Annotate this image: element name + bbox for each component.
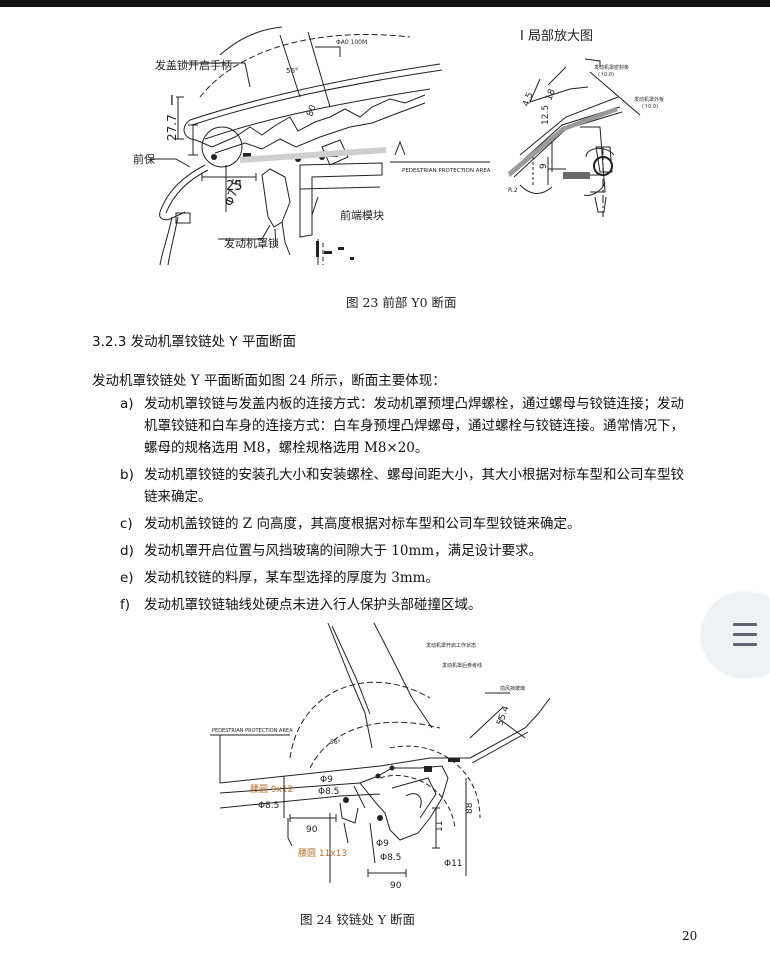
fig24-phi11: Φ11 <box>444 859 463 869</box>
label-angle-56: 56° <box>286 67 298 75</box>
hood-front-curl <box>183 119 213 148</box>
fig24-slot-bottom: 腰圆 11x13 <box>298 848 347 859</box>
list-item: f) 发动机罩铰链轴线处硬点未进入行人保护头部碰撞区域。 <box>92 594 692 616</box>
detail-i-title: I 局部放大图 <box>520 29 593 44</box>
label-phi40: ΦA0 100M <box>336 39 367 46</box>
list-item-text: 发动机罩铰链轴线处硬点未进入行人保护头部碰撞区域。 <box>144 597 482 613</box>
list-marker: b) <box>120 467 134 483</box>
list-marker: c) <box>120 516 133 532</box>
label-front-bumper: 前保 <box>133 152 155 166</box>
top-bar <box>0 0 770 7</box>
list-item-text: 发动机罩铰链的安装孔大小和安装螺栓、螺母间距大小，其大小根据对标车型和公司车型铰… <box>144 467 684 505</box>
front-end-module <box>299 162 383 238</box>
detail-label-ref-sub: (↑0.0) <box>642 104 658 110</box>
figure-24-drawing: PEDESTRIAN PROTECTION AREA 发动机罩开启工作状态 发动… <box>210 622 551 891</box>
detail-label-seal-sub: (↑0.0) <box>598 72 614 78</box>
hood-open-outline <box>327 622 373 749</box>
label-dim-25: 25 <box>226 179 243 194</box>
detail-dim-18: 18 <box>544 88 557 102</box>
label-dim-27-7: 27.7 <box>165 114 179 141</box>
fig24-dim-90-lower: 90 <box>390 881 402 891</box>
hood-outer-line <box>189 63 441 121</box>
fig24-phi8-5-left: Φ8.5 <box>258 801 279 811</box>
label-marker-i: I <box>170 94 174 109</box>
fig24-pedestrian-area: PEDESTRIAN PROTECTION AREA <box>212 728 293 734</box>
list-item: b) 发动机罩铰链的安装孔大小和安装螺栓、螺母间距大小，其大小根据对标车型和公司… <box>92 464 692 508</box>
detail-label-seal: 发动机罩密封条 <box>594 64 629 71</box>
figure-23-drawing: 发盖锁开启手柄 前保 I 27.7 25 Φ7.5 发动机罩锁 前端模块 PED… <box>133 26 664 266</box>
bumper-lower <box>159 216 173 266</box>
fig24-dim-11: 11 <box>435 821 445 832</box>
list-item-text: 发动机铰链的料厚，某车型选择的厚度为 3mm。 <box>144 570 439 586</box>
label-hood-release-handle: 发盖锁开启手柄 <box>155 58 232 72</box>
fig24-windshield: 前风挡玻璃 <box>500 685 525 692</box>
bumper-profile <box>159 164 206 221</box>
head-impact-arc <box>199 34 411 98</box>
section-intro: 发动机罩铰链处 Y 平面断面如图 24 所示，断面主要体现： <box>92 373 446 389</box>
hood-outer-line-2 <box>191 69 443 126</box>
windshield-line <box>469 697 551 759</box>
list-item: c) 发动机盖铰链的 Z 向高度，其高度根据对标车型和公司车型铰链来确定。 <box>92 513 692 535</box>
fig24-phi8-5-mid: Φ8.5 <box>380 853 401 863</box>
detail-dim-4-5: 4.5 <box>521 91 535 108</box>
fig24-phi9-mid: Φ9 <box>376 839 389 849</box>
list-item-text: 发动机罩铰链与发盖内板的连接方式：发动机罩预埋凸焊螺栓，通过螺母与铰链连接；发动… <box>144 396 684 456</box>
label-pedestrian-area: PEDESTRIAN PROTECTION AREA <box>402 168 491 174</box>
detail-i-drawing <box>509 58 641 217</box>
hood-inner-line <box>204 88 431 140</box>
detail-dim-12-5: 12.5 <box>541 105 551 125</box>
fig24-angle-56: 56° <box>330 739 341 746</box>
label-hood-lock: 发动机罩锁 <box>224 236 279 250</box>
hood-closed-outline <box>219 757 470 784</box>
detail-label-ref: 发动机罩外板 <box>634 96 664 103</box>
list-item: d) 发动机罩开启位置与风挡玻璃的间隙大于 10mm，满足设计要求。 <box>92 540 692 562</box>
detail-dim-9: 9 <box>539 163 549 169</box>
page-number: 20 <box>682 929 698 943</box>
list-marker: a) <box>120 396 134 412</box>
list-item: e) 发动机铰链的料厚，某车型选择的厚度为 3mm。 <box>92 567 692 589</box>
detail-dim-r2: R.2 <box>508 187 518 194</box>
list-item: a) 发动机罩铰链与发盖内板的连接方式：发动机罩预埋凸焊螺栓，通过螺母与铰链连接… <box>92 393 692 459</box>
fig24-open-state: 发动机罩开启工作状态 <box>426 642 476 649</box>
fig24-dim-88: 88 <box>465 802 475 814</box>
fig24-phi9-top: Φ9 <box>320 775 333 785</box>
requirement-list: a) 发动机罩铰链与发盖内板的连接方式：发动机罩预埋凸焊螺栓，通过螺母与铰链连接… <box>92 393 692 621</box>
list-item-text: 发动机罩开启位置与风挡玻璃的间隙大于 10mm，满足设计要求。 <box>144 543 543 559</box>
hood-inner-profile <box>211 94 426 148</box>
list-marker: f) <box>120 597 131 613</box>
fig24-dim-90-upper: 90 <box>306 825 318 835</box>
fig24-rear-ref-line: 发动机罩后参考线 <box>442 662 482 669</box>
list-marker: e) <box>120 570 134 586</box>
figure-23-caption: 图 23 前部 Y0 断面 <box>346 295 457 310</box>
fig24-phi8-5-top: Φ8.5 <box>318 787 339 797</box>
detail-circle-i <box>201 126 243 168</box>
hamburger-menu-icon[interactable] <box>701 592 770 678</box>
figure-24-caption: 图 24 铰链处 Y 断面 <box>300 912 416 927</box>
label-front-end-module: 前端模块 <box>340 208 384 222</box>
label-dim-80: 80 <box>305 104 318 118</box>
section-heading: 3.2.3 发动机罩铰链处 Y 平面断面 <box>92 334 296 350</box>
list-item-text: 发动机盖铰链的 Z 向高度，其高度根据对标车型和公司车型铰链来确定。 <box>144 516 581 532</box>
list-marker: d) <box>120 543 134 559</box>
fig24-slot-top: 腰圆 9x12 <box>250 784 293 795</box>
latch-body <box>261 168 291 228</box>
fig24-dim-55-4: 55.4 <box>495 705 511 728</box>
